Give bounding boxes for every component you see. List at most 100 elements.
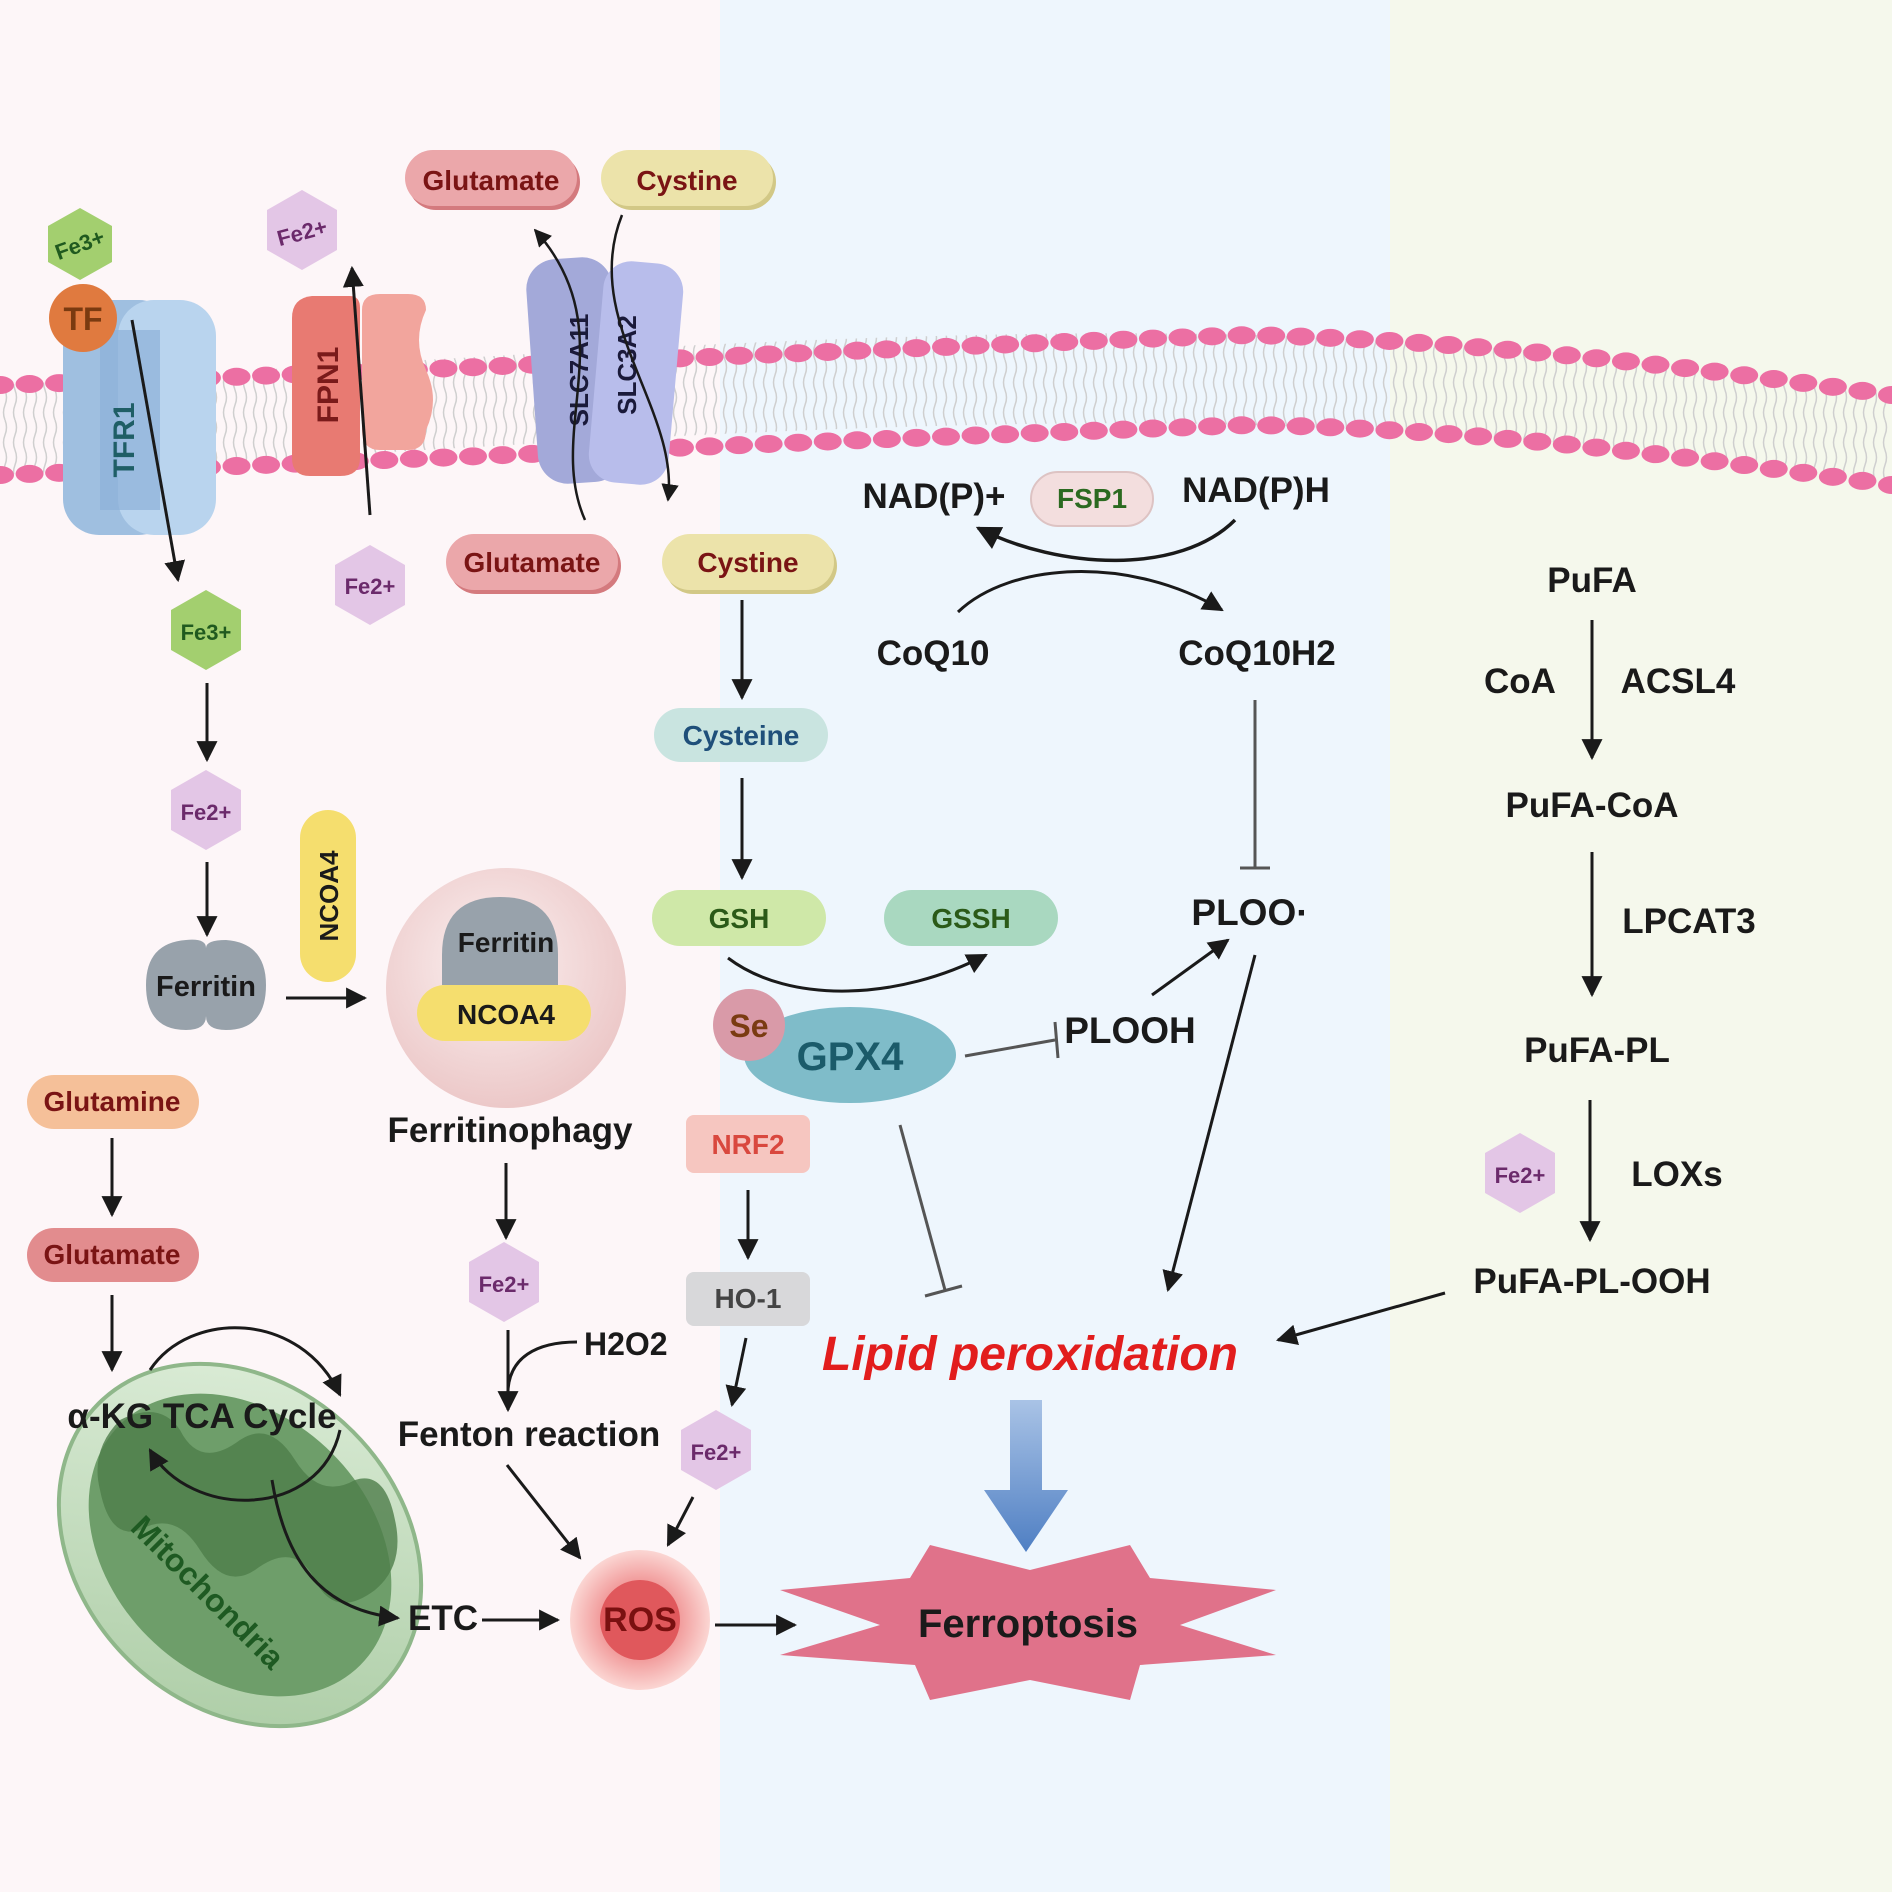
glutamate-pill-glutaminolysis: Glutamate: [27, 1228, 199, 1282]
ncoa4-pill: NCOA4: [300, 810, 356, 982]
ho1-to-fe2-arrow: [725, 1337, 748, 1408]
svg-text:Glutamate: Glutamate: [464, 547, 601, 578]
svg-text:Glutamate: Glutamate: [423, 165, 560, 196]
svg-text:Cystine: Cystine: [636, 165, 737, 196]
ferritinophagy-vesicle: [386, 868, 626, 1108]
ho1-box: HO-1: [686, 1272, 810, 1326]
fe3-hexagon-outer: Fe3+: [48, 208, 112, 280]
pufa-coa-label: PuFA-CoA: [1505, 786, 1678, 825]
cystine-pill-inner: Cystine: [662, 534, 837, 594]
tf-circle: [49, 284, 117, 352]
selenium-circle: [713, 989, 785, 1061]
lpcat3-label: LPCAT3: [1622, 902, 1756, 941]
gpx4-inhibits-lipid-peroxidation: [898, 1124, 947, 1291]
tfr1-import-arrow: [130, 319, 186, 583]
tca-to-etc-arrow: [270, 1479, 401, 1627]
svg-text:GSH: GSH: [709, 903, 770, 934]
svg-text:Fe2+: Fe2+: [479, 1272, 530, 1297]
ferroptosis-burst: [780, 1545, 1276, 1700]
cystine-pill-outer: Cystine: [601, 150, 776, 210]
gpx4-inhibits-plooh: [964, 1038, 1056, 1058]
gsh-to-gssh-arrow: [727, 953, 988, 993]
pufa-pl-label: PuFA-PL: [1524, 1031, 1670, 1070]
fe2-to-ros-arrow: [666, 1496, 695, 1547]
fenton-reaction-label: Fenton reaction: [398, 1415, 661, 1454]
gpx4-enzyme: [744, 1007, 956, 1103]
fenton-to-ros-arrow: [505, 1464, 582, 1560]
glutamate-pill-inner: Glutamate: [446, 534, 621, 594]
selenium-label: Se: [729, 1008, 768, 1044]
coq10-to-coq10h2-arrow: [956, 570, 1224, 614]
nadph-label: NAD(P)H: [1182, 471, 1330, 510]
ferritin-shape: Ferritin: [146, 939, 266, 1030]
akg-tca-label: α-KG TCA Cycle: [67, 1397, 336, 1436]
coq10-label: CoQ10: [877, 634, 990, 673]
gsh-pill: GSH: [652, 890, 826, 946]
glutamate-export-arrow: [533, 228, 587, 521]
ferroptosis-label: Ferroptosis: [918, 1602, 1138, 1646]
tca-cycle-return: [148, 1429, 342, 1502]
down-arrow-to-ferroptosis: [984, 1400, 1068, 1552]
fe2-hexagon-ho1: Fe2+: [681, 1410, 751, 1490]
svg-text:FSP1: FSP1: [1057, 483, 1127, 514]
loxs-label: LOXs: [1631, 1155, 1722, 1194]
fe2-hexagon-lox: Fe2+: [1485, 1133, 1555, 1213]
cysteine-pill: Cysteine: [654, 708, 828, 762]
gpx4-label: GPX4: [797, 1035, 904, 1079]
tfr1-label: TFR1: [108, 403, 141, 478]
system-xc-transporter: [526, 257, 684, 485]
ros-sphere: ROS: [570, 1550, 710, 1690]
fe2-hexagon-inner: Fe2+: [335, 545, 405, 625]
glutamine-pill: Glutamine: [27, 1075, 199, 1129]
svg-text:Cystine: Cystine: [697, 547, 798, 578]
fpn1-export-arrow: [342, 265, 372, 516]
svg-text:Glutamine: Glutamine: [44, 1086, 181, 1117]
pufa-pl-ooh-to-lipid-peroxidation-arrow: [1275, 1291, 1446, 1345]
svg-text:Fe2+: Fe2+: [1495, 1163, 1546, 1188]
tca-cycle-circle: [148, 1326, 342, 1397]
fpn1-exporter: [292, 294, 433, 476]
etc-label: ETC: [408, 1599, 478, 1638]
svg-text:ROS: ROS: [603, 1601, 677, 1639]
lipid-peroxidation-label: Lipid peroxidation: [822, 1328, 1238, 1381]
lipid-peroxidation-inhibit-bar: [924, 1284, 963, 1298]
right-panel-bg: [1390, 0, 1892, 1892]
fe2-hexagon-outer: Fe2+: [267, 190, 337, 270]
svg-text:Glutamate: Glutamate: [44, 1239, 181, 1270]
svg-text:HO-1: HO-1: [715, 1283, 782, 1314]
ploo-to-lipid-peroxidation-arrow: [1162, 954, 1257, 1293]
gssh-pill: GSSH: [884, 890, 1058, 946]
plooh-to-ploo-arrow: [1151, 938, 1230, 997]
pufa-pl-ooh-label: PuFA-PL-OOH: [1473, 1262, 1710, 1301]
fe2-hexagon-cyto: Fe2+: [171, 770, 241, 850]
ploo-label: PLOO·: [1191, 892, 1308, 933]
plooh-label: PLOOH: [1064, 1010, 1196, 1051]
coa-label: CoA: [1484, 662, 1556, 701]
nadph-to-nadp-arrow: [975, 518, 1237, 563]
fsp1-pill: FSP1: [1030, 471, 1154, 527]
svg-text:Ferritin: Ferritin: [156, 971, 256, 1003]
svg-text:NRF2: NRF2: [711, 1129, 784, 1160]
svg-text:Fe2+: Fe2+: [181, 800, 232, 825]
ferritinophagy-label: Ferritinophagy: [387, 1111, 633, 1150]
svg-text:Fe3+: Fe3+: [181, 620, 232, 645]
acsl4-label: ACSL4: [1621, 662, 1736, 701]
tf-label: TF: [63, 301, 102, 337]
fpn1-label: FPN1: [312, 347, 345, 424]
nrf2-box: NRF2: [686, 1115, 810, 1173]
coq10h2-label: CoQ10H2: [1178, 634, 1336, 673]
tfr1-receptor: [63, 300, 216, 535]
svg-text:Fe2+: Fe2+: [691, 1440, 742, 1465]
svg-text:Cysteine: Cysteine: [683, 720, 800, 751]
nadp-label: NAD(P)+: [863, 477, 1006, 516]
svg-text:NCOA4: NCOA4: [314, 850, 344, 942]
ncoa4-in-vesicle-label: NCOA4: [457, 999, 555, 1030]
svg-text:GSSH: GSSH: [931, 903, 1010, 934]
fe3-hexagon-cyto: Fe3+: [171, 590, 241, 670]
slc3a2-label: SLC3A2: [612, 315, 642, 415]
cystine-import-arrow: [610, 214, 679, 502]
h2o2-label: H2O2: [584, 1326, 668, 1362]
fe2-hexagon-ferritinophagy: Fe2+: [469, 1242, 539, 1322]
plooh-inhibit-bar: [1053, 1021, 1060, 1059]
svg-text:Fe2+: Fe2+: [345, 574, 396, 599]
